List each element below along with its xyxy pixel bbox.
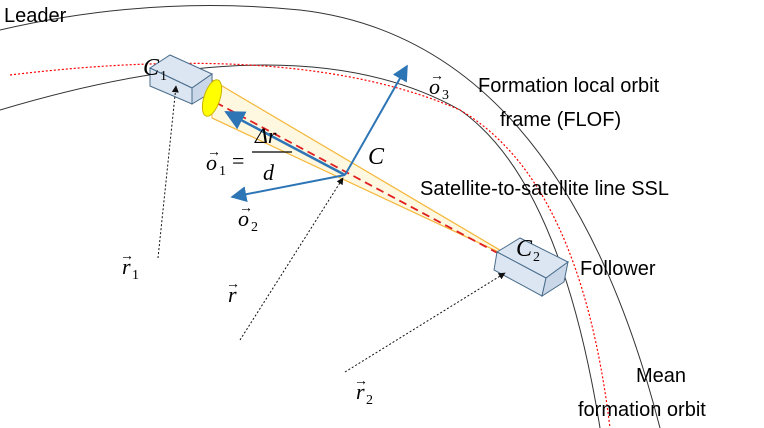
beam-edge-top [211, 79, 521, 263]
r-label: → r [226, 277, 240, 307]
svg-text:2: 2 [251, 220, 258, 235]
leader-satellite [148, 54, 223, 117]
svg-text:=: = [232, 148, 244, 173]
svg-text:2: 2 [366, 393, 373, 408]
r1-label: → r 1 [120, 249, 139, 283]
r2-label: → r 2 [354, 374, 373, 408]
c1-label: C 1 [143, 55, 167, 84]
svg-text:r: r [228, 282, 237, 307]
ssl-line [169, 77, 521, 266]
follower-satellite [493, 237, 569, 298]
svg-text:r: r [356, 379, 365, 404]
svg-text:→: → [239, 201, 253, 216]
ssl-label: Satellite-to-satellite line SSL [420, 178, 669, 200]
flof-label-line2: frame (FLOF) [500, 109, 621, 131]
svg-text:1: 1 [160, 69, 167, 84]
svg-text:o: o [206, 150, 217, 175]
r1-vector [157, 85, 179, 259]
c2-label: C 2 [516, 236, 540, 265]
svg-text:C: C [516, 236, 533, 262]
o3-axis-arrow [344, 64, 408, 176]
svg-text:1: 1 [219, 164, 226, 179]
svg-text:1: 1 [132, 268, 139, 283]
svg-text:→: → [354, 374, 368, 389]
r-vector [239, 177, 344, 341]
leader-dish [201, 79, 223, 117]
mean-orbit-label-line1: Mean [636, 365, 686, 387]
svg-text:→: → [430, 69, 444, 84]
svg-text:→: → [120, 249, 134, 264]
svg-text:o: o [238, 206, 249, 231]
svg-text:2: 2 [533, 250, 540, 265]
o1-axis-arrow [224, 110, 346, 177]
o3-label: → o 3 [429, 69, 449, 103]
svg-text:→: → [226, 277, 240, 292]
o2-label: → o 2 [238, 201, 258, 235]
svg-text:o: o [429, 74, 440, 99]
o1-equation: → o 1 = Δr d [206, 123, 292, 185]
svg-text:Δr: Δr [254, 123, 277, 148]
svg-text:d: d [263, 160, 275, 185]
svg-text:3: 3 [442, 88, 449, 103]
leader-label: Leader [4, 5, 67, 27]
svg-text:C: C [143, 55, 160, 81]
mean-orbit-label-line2: formation orbit [578, 399, 706, 421]
svg-text:r: r [122, 254, 131, 279]
flof-label-line1: Formation local orbit [478, 75, 660, 97]
center-c-label: C [368, 144, 385, 170]
leader-orbit [0, 5, 661, 428]
svg-text:→: → [207, 145, 221, 160]
follower-label: Follower [580, 258, 656, 280]
o2-axis-arrow [230, 174, 346, 203]
r2-vector [344, 272, 506, 373]
